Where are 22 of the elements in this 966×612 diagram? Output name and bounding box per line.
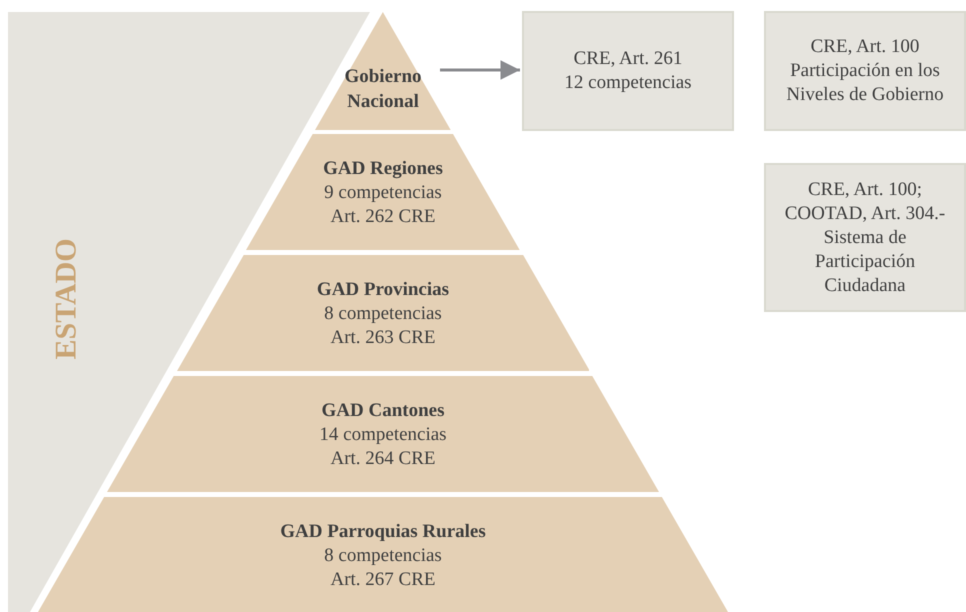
reference-box: [764, 11, 966, 131]
reference-text: 12 competencias: [564, 71, 692, 95]
reference-box: [764, 163, 966, 312]
arrow: [440, 60, 520, 80]
tier-detail: 8 competencias: [324, 544, 442, 568]
tier-title: GAD Regiones: [323, 157, 443, 181]
reference-text: CRE, Art. 261: [574, 47, 682, 71]
reference-box: [522, 11, 734, 131]
tier-detail: 9 competencias: [324, 181, 442, 205]
tier-detail: Art. 262 CRE: [330, 205, 436, 229]
reference-text: CRE, Art. 100 Participación en los Niveles de Gobierno: [785, 35, 945, 107]
tier-detail: Art. 263 CRE: [330, 326, 436, 350]
tier-detail: Art. 267 CRE: [330, 568, 436, 592]
tier-title: GAD Parroquias Rurales: [280, 520, 486, 544]
tier-title: GAD Cantones: [322, 399, 444, 423]
reference-text: CRE, Art. 100; COOTAD, Art. 304.- Sistema de Participación Ciudadana: [784, 178, 946, 298]
band-label: ESTADO: [48, 240, 84, 360]
tier-title: Gobierno Nacional: [343, 65, 423, 114]
tier-detail: 8 competencias: [324, 302, 442, 326]
tier-title: GAD Provincias: [316, 278, 450, 302]
tier-detail: Art. 264 CRE: [330, 447, 436, 471]
tier-detail: 14 competencias: [319, 423, 447, 447]
